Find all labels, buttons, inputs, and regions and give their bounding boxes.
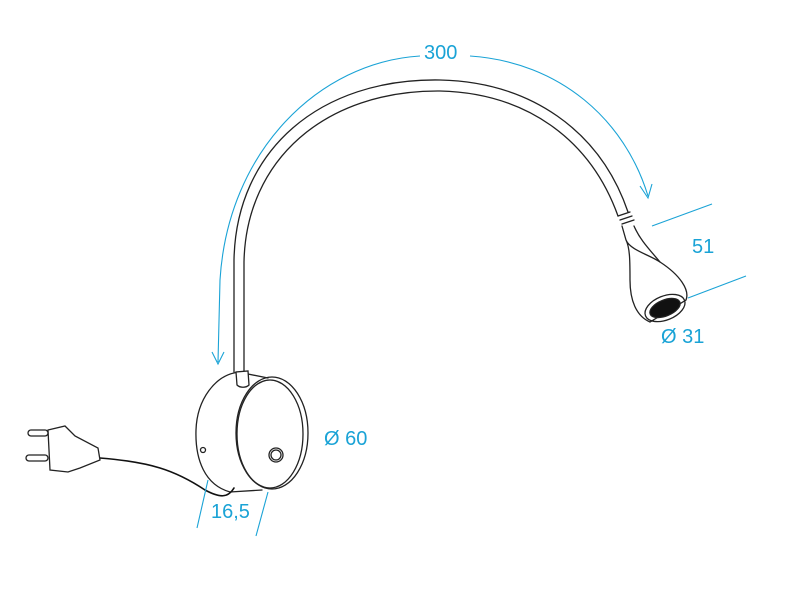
wall-base [195, 370, 309, 493]
base-depth-label: 16,5 [211, 501, 250, 523]
arm-dimension-arc [217, 55, 649, 363]
head-dim-line-top [651, 203, 713, 227]
arm-inner-line [243, 90, 619, 373]
base-dim-line-right [255, 491, 269, 537]
head-diameter-label: Ø 31 [661, 326, 705, 348]
arm-length-label: 300 [424, 42, 458, 64]
arrow-head-right [639, 183, 653, 200]
base-dim-line-left [196, 479, 209, 529]
switch-button [268, 447, 284, 463]
head-length-label: 51 [692, 236, 715, 258]
plug-icon [25, 425, 101, 473]
base-diameter-label: Ø 60 [324, 428, 368, 450]
lamp-head [617, 211, 688, 323]
head-dim-line-bottom [687, 275, 747, 299]
arrow-head-left [211, 351, 225, 366]
arm-outer-line [233, 79, 629, 373]
power-cable [99, 457, 235, 497]
dimension-lines [196, 55, 747, 537]
